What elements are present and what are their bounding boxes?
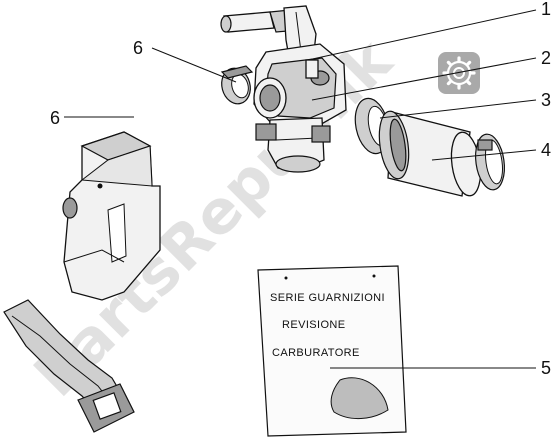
callout-3: 3 (541, 90, 551, 110)
card-line-1: SERIE GUARNIZIONI (270, 292, 385, 304)
callout-1: 1 (541, 0, 551, 19)
gasket-kit-card: SERIE GUARNIZIONI REVISIONE CARBURATORE (257, 265, 407, 437)
card-line-2: REVISIONE (282, 319, 346, 331)
part-carburetor (220, 5, 347, 173)
gear-icon (442, 56, 476, 90)
card-line-3: CARBURATORE (272, 347, 360, 359)
callout-4: 4 (541, 140, 551, 160)
gear-logo (438, 52, 480, 94)
callout-2: 2 (541, 48, 551, 68)
part-intake-hose (3, 299, 135, 433)
leader-lines (64, 9, 537, 369)
part-filter-cover (62, 131, 161, 301)
part-gasket-small (220, 65, 254, 105)
callout-6-top: 6 (133, 38, 143, 58)
part-air-tube (378, 110, 506, 197)
callout-6-left: 6 (50, 108, 60, 128)
callout-5: 5 (541, 358, 551, 378)
